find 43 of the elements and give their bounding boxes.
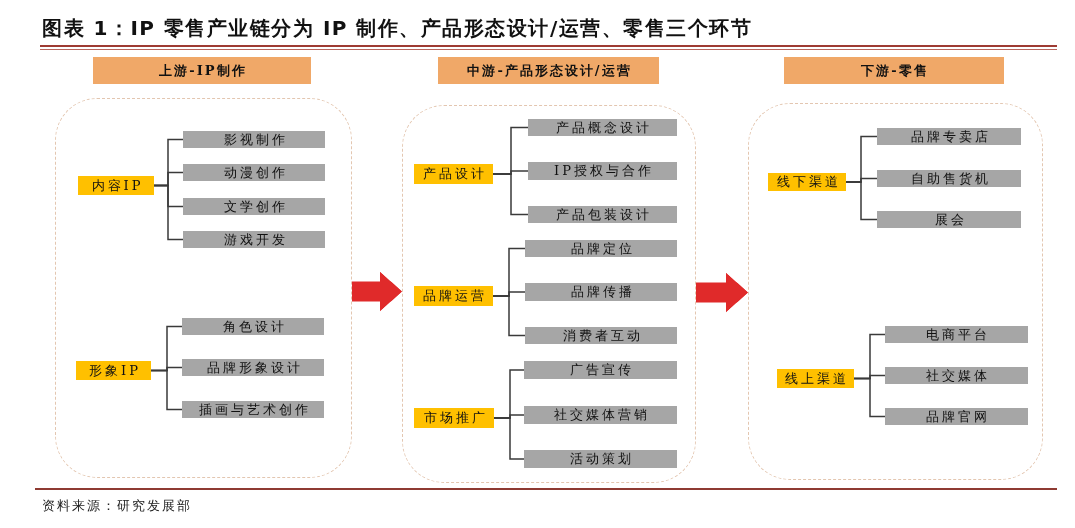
item-box: 插画与艺术创作 (182, 401, 324, 418)
category-box: 市场推广 (414, 408, 494, 428)
item-box: 品牌专卖店 (877, 128, 1021, 145)
item-box: 广告宣传 (524, 361, 677, 379)
item-box: 社交媒体营销 (524, 406, 677, 424)
item-box: 产品概念设计 (528, 119, 677, 136)
connector-line (845, 181, 878, 221)
connector-line (153, 184, 184, 241)
item-box: 自助售货机 (877, 170, 1021, 187)
block-arrow (352, 271, 402, 312)
connector-line (492, 295, 526, 337)
chart-title: 图表 1：IP 零售产业链分为 IP 制作、产品形态设计/运营、零售三个环节 (42, 15, 753, 42)
connector-line (492, 173, 529, 216)
source-note: 资料来源：研究发展部 (42, 497, 192, 515)
item-box: 品牌官网 (885, 408, 1028, 425)
item-box: 品牌传播 (525, 283, 677, 301)
item-box: 影视制作 (183, 131, 325, 148)
item-box: 动漫创作 (183, 164, 325, 181)
stage-heading: 上游-IP制作 (93, 57, 311, 84)
item-box: 电商平台 (885, 326, 1028, 343)
connector-line (150, 369, 183, 411)
item-box: 活动策划 (524, 450, 677, 468)
category-box: 形象IP (76, 361, 151, 380)
category-box: 线上渠道 (777, 369, 854, 388)
category-box: 线下渠道 (768, 173, 846, 191)
item-box: 消费者互动 (525, 327, 677, 344)
item-box: 社交媒体 (885, 367, 1028, 384)
item-box: 游戏开发 (183, 231, 325, 248)
item-box: 品牌定位 (525, 240, 677, 257)
stage-heading: 下游-零售 (784, 57, 1004, 84)
item-box: 品牌形象设计 (182, 359, 324, 376)
item-box: 展会 (877, 211, 1021, 228)
stage-heading: 中游-产品形态设计/运营 (438, 57, 659, 84)
category-box: 品牌运营 (414, 286, 493, 306)
connector-line (493, 417, 525, 460)
item-box: 产品包装设计 (528, 206, 677, 223)
item-box: IP授权与合作 (528, 162, 677, 180)
block-arrow (696, 272, 748, 313)
category-box: 内容IP (78, 176, 154, 195)
connector-line (853, 377, 886, 418)
item-box: 角色设计 (182, 318, 324, 335)
item-box: 文学创作 (183, 198, 325, 215)
category-box: 产品设计 (414, 164, 493, 184)
